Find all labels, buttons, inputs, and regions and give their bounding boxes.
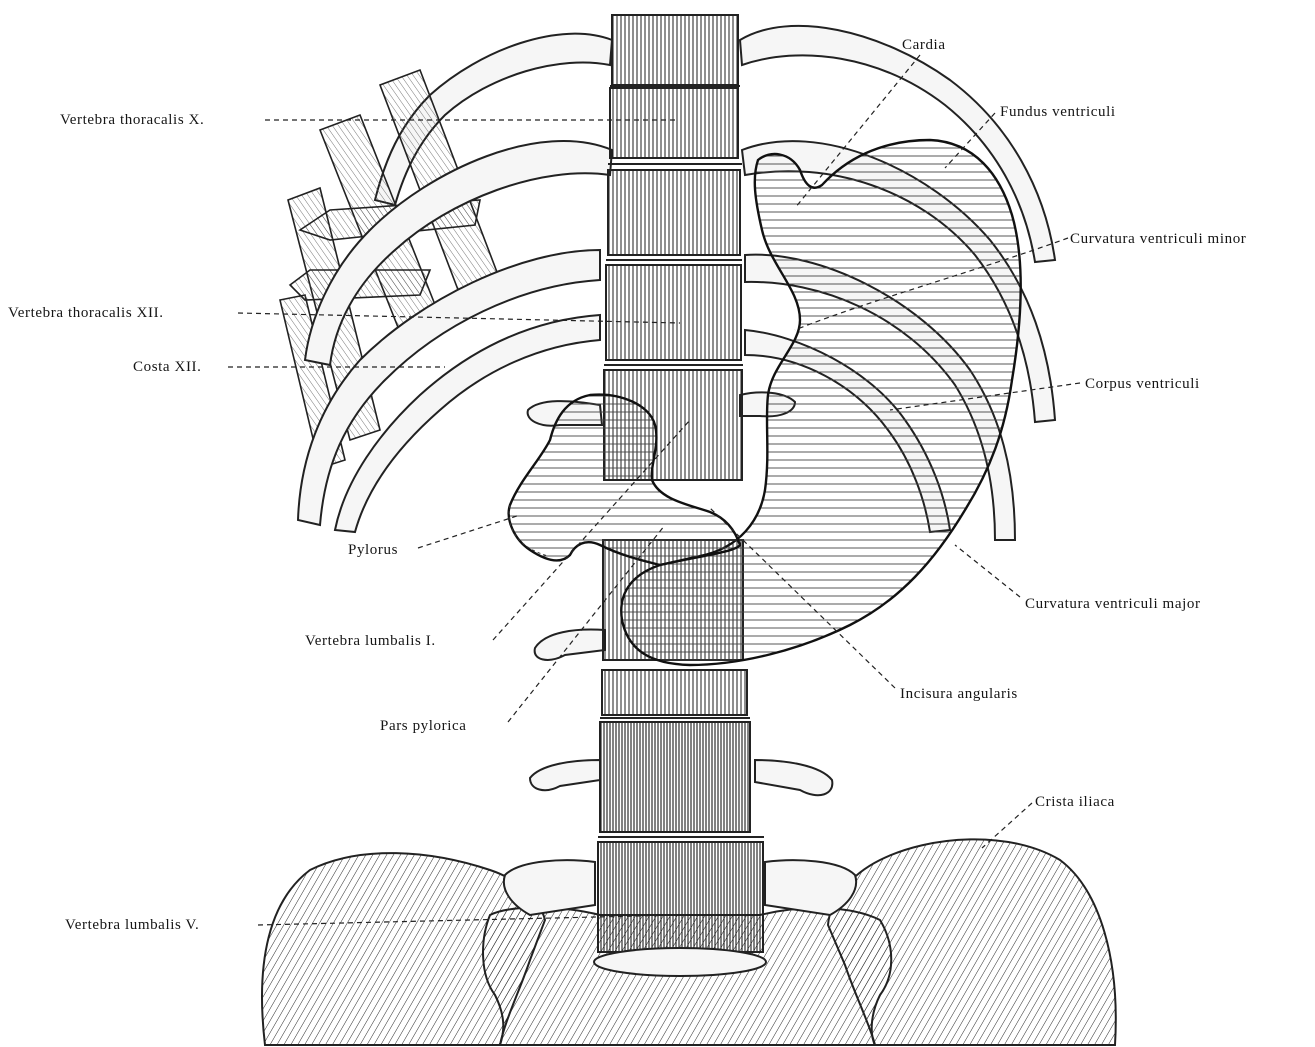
leader-pylorus — [418, 515, 520, 548]
vertebra-t10 — [610, 88, 738, 158]
transverse-process-l5-left — [504, 860, 595, 915]
label-vertebra-lumbalis-i: Vertebra lumbalis I. — [305, 633, 436, 649]
transverse-process-l4-right — [755, 760, 832, 795]
label-curvatura-major: Curvatura ventriculi major — [1025, 596, 1201, 612]
label-cardia: Cardia — [902, 37, 946, 53]
transverse-process-l3-left — [535, 630, 605, 660]
label-vertebra-lumbalis-v: Vertebra lumbalis V. — [65, 917, 199, 933]
vertebra-l3 — [602, 670, 747, 715]
vertebra-l4 — [600, 722, 750, 832]
vertebra-t11 — [608, 170, 740, 255]
vertebra-l5 — [598, 842, 763, 952]
label-vertebra-thoracalis-x: Vertebra thoracalis X. — [60, 112, 204, 128]
vertebra-l5-base — [594, 948, 766, 976]
label-pylorus: Pylorus — [348, 542, 398, 558]
label-incisura-angularis: Incisura angularis — [900, 686, 1018, 702]
label-pars-pylorica: Pars pylorica — [380, 718, 467, 734]
label-crista-iliaca: Crista iliaca — [1035, 794, 1115, 810]
leader-curv-major — [955, 545, 1020, 597]
label-vertebra-thoracalis-xii: Vertebra thoracalis XII. — [8, 305, 164, 321]
label-curvatura-minor: Curvatura ventriculi minor — [1070, 231, 1246, 247]
label-corpus-ventriculi: Corpus ventriculi — [1085, 376, 1200, 392]
transverse-process-l4-left — [530, 760, 600, 790]
vertebra-t12 — [606, 265, 741, 360]
transverse-process-l5-right — [765, 860, 856, 915]
label-fundus-ventriculi: Fundus ventriculi — [1000, 104, 1116, 120]
vertebra-t9 — [612, 15, 738, 85]
label-costa-xii: Costa XII. — [133, 359, 202, 375]
